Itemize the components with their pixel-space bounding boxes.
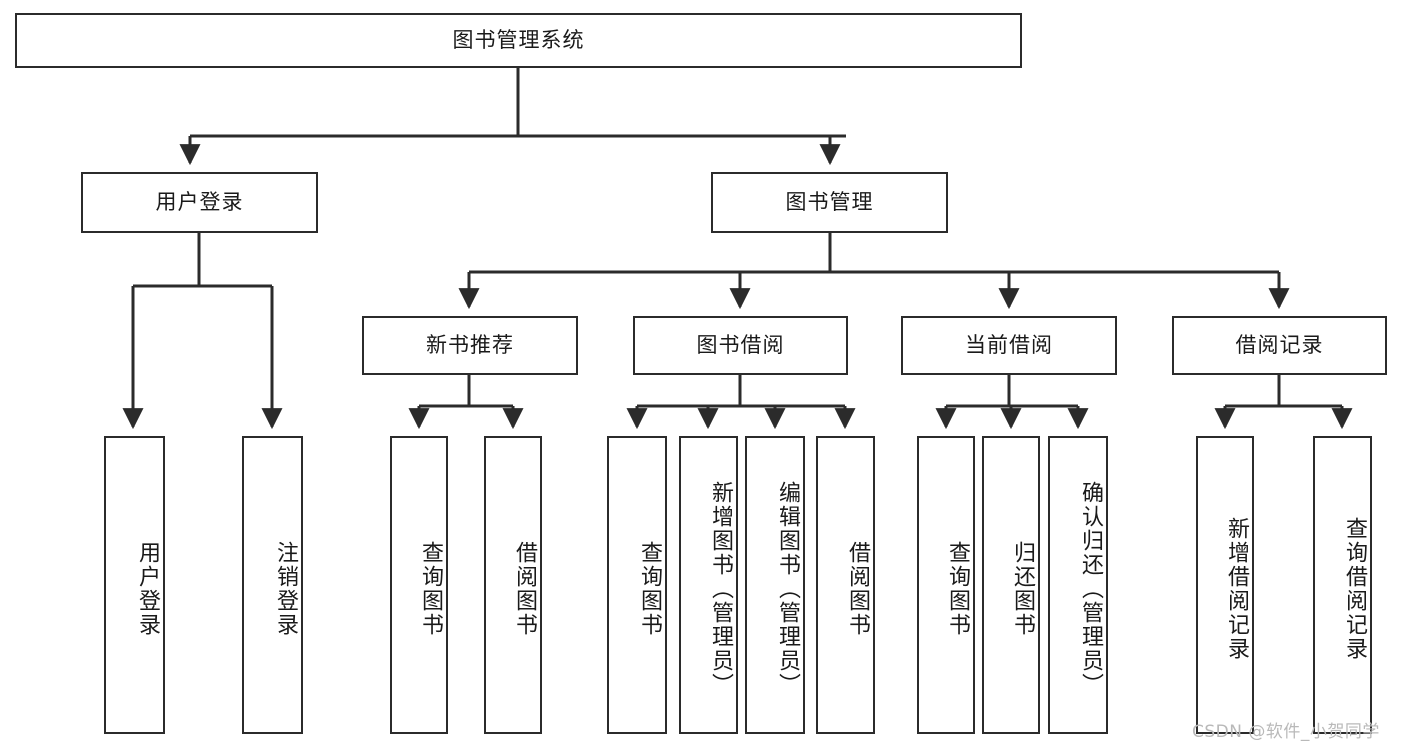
leaf-confirm-return-admin[interactable]: 确认归还（管理员） — [1048, 436, 1108, 734]
node-borrow-records[interactable]: 借阅记录 — [1172, 316, 1387, 375]
leaf-add-borrow-record-label: 新增借阅记录 — [1224, 517, 1249, 661]
leaf-query-borrow-record[interactable]: 查询借阅记录 — [1313, 436, 1372, 734]
leaf-borrow-book[interactable]: 借阅图书 — [816, 436, 875, 734]
node-new-book-recommend[interactable]: 新书推荐 — [362, 316, 578, 375]
node-borrow-records-label: 借阅记录 — [1235, 332, 1324, 357]
node-current-borrow[interactable]: 当前借阅 — [901, 316, 1117, 375]
leaf-borrow-book-recommend[interactable]: 借阅图书 — [484, 436, 542, 734]
leaf-query-book-current[interactable]: 查询图书 — [917, 436, 975, 734]
leaf-add-book-admin[interactable]: 新增图书（管理员） — [679, 436, 738, 734]
leaf-query-book-recommend[interactable]: 查询图书 — [390, 436, 448, 734]
leaf-query-book-borrow[interactable]: 查询图书 — [607, 436, 667, 734]
leaf-confirm-return-admin-label: 确认归还（管理员） — [1078, 481, 1103, 697]
leaf-add-borrow-record[interactable]: 新增借阅记录 — [1196, 436, 1254, 734]
leaf-borrow-book-label: 借阅图书 — [845, 541, 870, 637]
leaf-edit-book-admin-label: 编辑图书（管理员） — [775, 481, 800, 697]
node-root-label: 图书管理系统 — [452, 27, 585, 52]
leaf-add-book-admin-label: 新增图书（管理员） — [708, 481, 733, 697]
leaf-edit-book-admin[interactable]: 编辑图书（管理员） — [745, 436, 805, 734]
node-book-borrow[interactable]: 图书借阅 — [633, 316, 848, 375]
node-root[interactable]: 图书管理系统 — [15, 13, 1022, 68]
leaf-query-borrow-record-label: 查询借阅记录 — [1342, 517, 1367, 661]
node-new-book-recommend-label: 新书推荐 — [426, 332, 514, 357]
node-book-management[interactable]: 图书管理 — [711, 172, 948, 233]
leaf-query-book-recommend-label: 查询图书 — [418, 541, 443, 637]
node-current-borrow-label: 当前借阅 — [965, 332, 1053, 357]
leaf-return-book[interactable]: 归还图书 — [982, 436, 1040, 734]
node-user-login[interactable]: 用户登录 — [81, 172, 318, 233]
leaf-return-book-label: 归还图书 — [1010, 541, 1035, 637]
leaf-user-login-label: 用户登录 — [135, 541, 160, 637]
leaf-logout[interactable]: 注销登录 — [242, 436, 303, 734]
leaf-query-book-current-label: 查询图书 — [945, 541, 970, 637]
leaf-logout-label: 注销登录 — [273, 541, 298, 637]
node-book-borrow-label: 图书借阅 — [696, 332, 785, 357]
leaf-user-login[interactable]: 用户登录 — [104, 436, 165, 734]
leaf-borrow-book-recommend-label: 借阅图书 — [512, 541, 537, 637]
node-book-management-label: 图书管理 — [785, 189, 874, 214]
node-user-login-label: 用户登录 — [155, 189, 244, 214]
leaf-query-book-borrow-label: 查询图书 — [637, 541, 662, 637]
